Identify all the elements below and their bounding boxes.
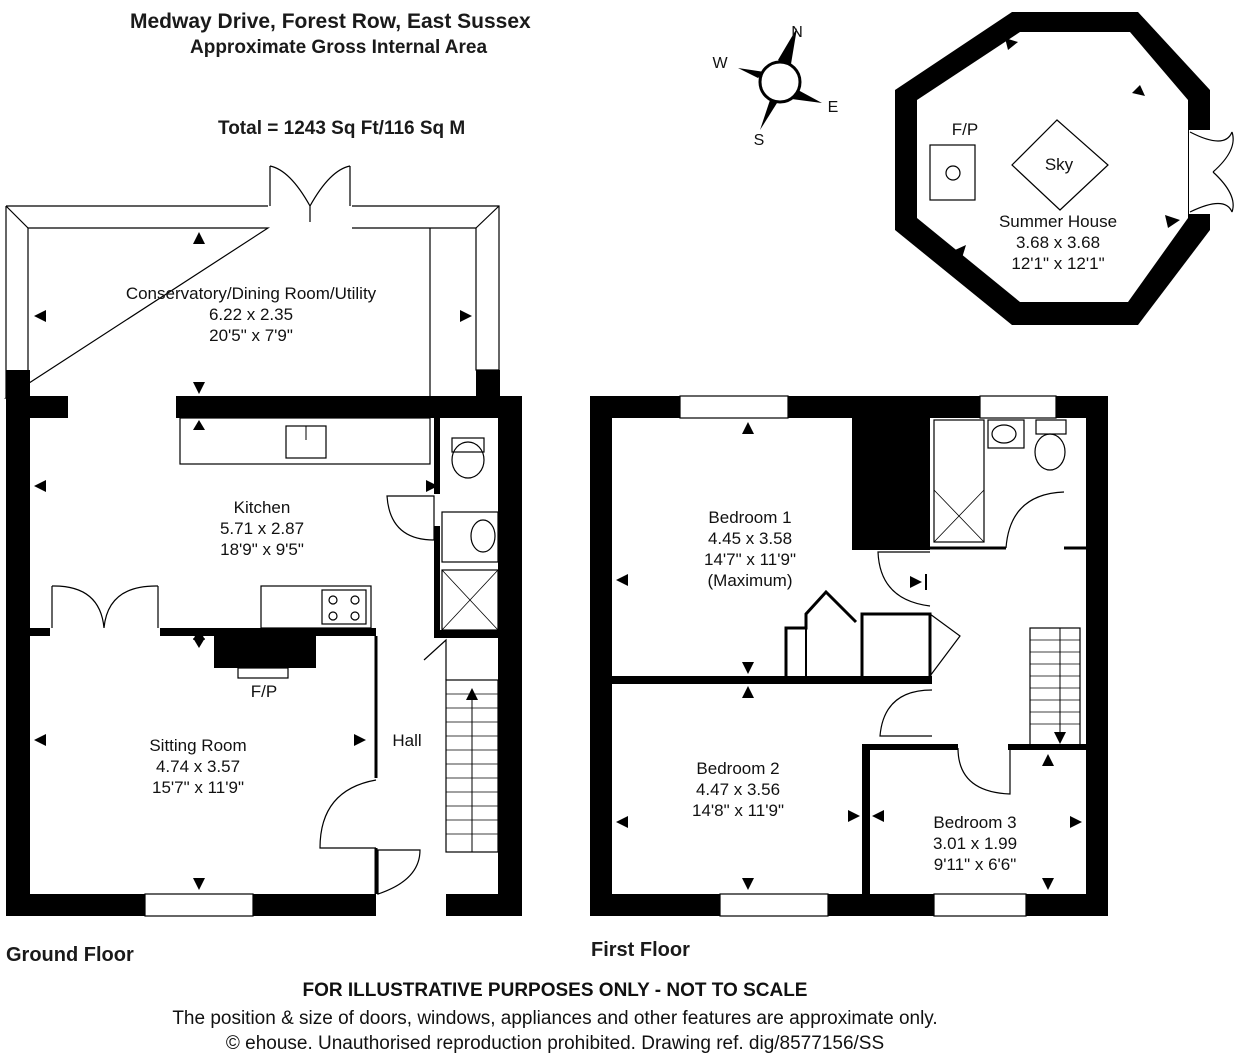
bedroom2-name: Bedroom 2 (696, 759, 779, 778)
copyright-text: © ehouse. Unauthorised reproduction proh… (225, 1033, 885, 1054)
compass-n: N (791, 24, 803, 41)
conservatory-name: Conservatory/Dining Room/Utility (126, 284, 377, 303)
summer-house-metric: 3.68 x 3.68 (1016, 233, 1100, 252)
bedroom2-window (719, 893, 829, 917)
bedroom3-imperial: 9'11" x 6'6" (934, 855, 1017, 874)
disclaimer-heading: FOR ILLUSTRATIVE PURPOSES ONLY - NOT TO … (302, 980, 808, 1001)
bedroom3-metric: 3.01 x 1.99 (933, 834, 1017, 853)
sitting-room-metric: 4.74 x 3.57 (156, 757, 240, 776)
bedroom3-window (933, 893, 1027, 917)
summer-house-imperial: 12'1" x 12'1" (1011, 254, 1104, 273)
skylight-label: Sky (1045, 155, 1074, 174)
summer-house-fp-label: F/P (952, 120, 978, 139)
ff-chimney (852, 418, 930, 550)
ff-basin (987, 419, 1025, 449)
kitchen-name: Kitchen (234, 498, 291, 517)
compass-rose: N E S W (712, 24, 838, 149)
bathroom-window (979, 395, 1057, 419)
gf-basin (441, 511, 499, 563)
ff-stairs (1029, 627, 1081, 747)
ff-south-wall (590, 894, 1108, 916)
gf-shower (441, 569, 499, 631)
bedroom2-imperial: 14'8" x 11'9" (692, 801, 784, 820)
conservatory-metric: 6.22 x 2.35 (209, 305, 293, 324)
summer-house-name: Summer House (999, 212, 1117, 231)
bedroom3-name: Bedroom 3 (933, 813, 1016, 832)
conservatory-imperial: 20'5" x 7'9" (209, 326, 293, 345)
area-subtitle: Approximate Gross Internal Area (190, 37, 488, 58)
bedroom1-note: (Maximum) (708, 571, 793, 590)
total-area: Total = 1243 Sq Ft/116 Sq M (218, 118, 466, 139)
disclaimer-text: The position & size of doors, windows, a… (172, 1008, 938, 1029)
kitchen-worktop (179, 417, 431, 465)
first-floor-plan: Bedroom 1 4.45 x 3.58 14'7" x 11'9" (Max… (590, 395, 1108, 917)
hall-name: Hall (392, 731, 421, 750)
kitchen-imperial: 18'9" x 9'5" (220, 540, 304, 559)
first-floor-label: First Floor (591, 939, 690, 961)
ff-wc (1034, 433, 1066, 471)
gf-chimney-breast (214, 632, 316, 668)
gf-east-wall (498, 396, 522, 916)
bedroom2-metric: 4.47 x 3.56 (696, 780, 780, 799)
bedroom1-metric: 4.45 x 3.58 (708, 529, 792, 548)
bedroom1-window (679, 395, 789, 419)
gf-wc (451, 441, 485, 479)
compass-e: E (828, 99, 839, 116)
gf-fireplace-label: F/P (251, 682, 277, 701)
compass-s: S (754, 132, 765, 149)
compass-w: W (712, 55, 728, 72)
skylight (1011, 119, 1109, 211)
gf-kitchen-north-wall (176, 396, 522, 418)
ff-east-wall (1086, 396, 1108, 916)
kitchen-hob (321, 589, 367, 625)
bedroom1-imperial: 14'7" x 11'9" (704, 550, 796, 569)
summer-house-fireplace (929, 144, 976, 201)
sitting-room-imperial: 15'7" x 11'9" (152, 778, 244, 797)
sitting-room-name: Sitting Room (149, 736, 246, 755)
summer-house: F/P Sky Summer House 3.68 x 3.68 12'1" x… (895, 12, 1234, 325)
sitting-room-window (144, 893, 254, 917)
ground-floor-label: Ground Floor (6, 944, 134, 966)
kitchen-metric: 5.71 x 2.87 (220, 519, 304, 538)
gf-west-wall (6, 370, 30, 916)
ff-bath (933, 419, 985, 543)
ff-west-wall (590, 396, 612, 916)
bedroom1-name: Bedroom 1 (708, 508, 791, 527)
property-title: Medway Drive, Forest Row, East Sussex (130, 10, 531, 33)
ground-floor-plan: F/P (3, 165, 522, 917)
